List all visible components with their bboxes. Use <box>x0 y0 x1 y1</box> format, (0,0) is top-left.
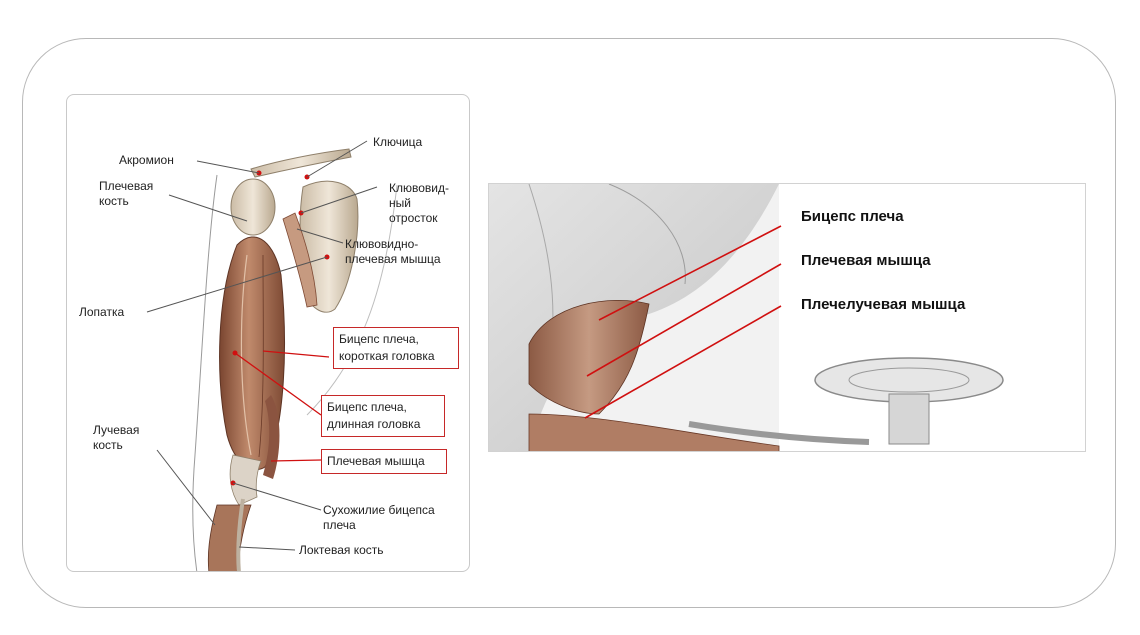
arm-curl-drawing <box>489 184 1085 451</box>
ulna-bone <box>236 498 245 571</box>
brachioradialis-muscle <box>528 413 780 451</box>
pointer-line-ulna <box>238 546 296 551</box>
pointer-line-short-head <box>262 350 330 358</box>
pointer-line-clavicle <box>306 140 368 178</box>
body-outline <box>192 174 218 571</box>
background-area <box>779 184 1085 451</box>
biceps-fiber <box>258 254 264 458</box>
torso-outline <box>306 184 398 416</box>
boxed-label-biceps-long-head: Бицепс плеча, длинная головка <box>321 395 445 437</box>
label-clavicle: Ключица <box>373 135 423 149</box>
humerus-head <box>230 178 276 236</box>
pointer-line-acromion <box>196 160 260 174</box>
pointer-line-radius <box>156 449 216 526</box>
brachialis-muscle <box>263 395 280 479</box>
elbow-tendon <box>229 454 262 506</box>
label-scapula: Лопатка <box>79 305 125 319</box>
label-biceps-tendon: Сухожилие бицепса плеча <box>323 503 435 532</box>
label-acromion: Акромион <box>119 153 174 167</box>
dumbbell-plate-inner <box>848 367 970 393</box>
pointer-line-coracoid <box>300 186 378 214</box>
label-humerus: Плечевая кость <box>99 179 154 208</box>
pointer-line-long-head <box>234 352 322 416</box>
label-brachialis: Плечевая мышца <box>801 252 931 269</box>
boxed-label-biceps-short-head: Бицепс плеча, короткая головка <box>333 327 459 369</box>
shoulder-contour <box>608 184 686 285</box>
label-ulna: Локтевая кость <box>299 543 384 557</box>
dumbbell-handle <box>888 393 930 445</box>
clavicle-bone <box>250 148 352 178</box>
label-radius: Лучевая кость <box>93 423 140 452</box>
pointer-line-humerus <box>168 194 248 222</box>
pointer-line-tendon <box>232 482 322 511</box>
pointer-line-brachialis <box>270 459 322 462</box>
label-biceps: Бицепс плеча <box>801 208 904 225</box>
pointer-line-biceps <box>598 225 782 321</box>
arm-curl-illustration: Бицепс плеча Плечевая мышца Плечелучевая… <box>488 183 1086 452</box>
pointer-line-coracobrachialis <box>296 228 344 244</box>
biceps-muscle <box>528 299 650 415</box>
boxed-label-brachialis: Плечевая мышца <box>321 449 447 474</box>
pointer-line-scapula <box>146 256 328 313</box>
label-brachioradialis: Плечелучевая мышца <box>801 296 966 313</box>
forearm <box>688 421 870 445</box>
coracobrachialis-muscle <box>282 212 318 308</box>
pointer-line-brachioradialis <box>584 305 782 419</box>
label-coracoid-process: Клювовид-ный отросток <box>389 181 449 225</box>
pointer-line-brachialis <box>586 263 782 377</box>
forearm-muscle <box>207 504 252 571</box>
biceps-fiber <box>240 254 252 456</box>
arm-illustration <box>146 140 398 571</box>
arm-anatomy-diagram: Акромион Ключица Плечевая кость Клювовид… <box>66 94 470 572</box>
label-coracobrachialis: Клювовидно-плечевая мышца <box>345 237 441 266</box>
